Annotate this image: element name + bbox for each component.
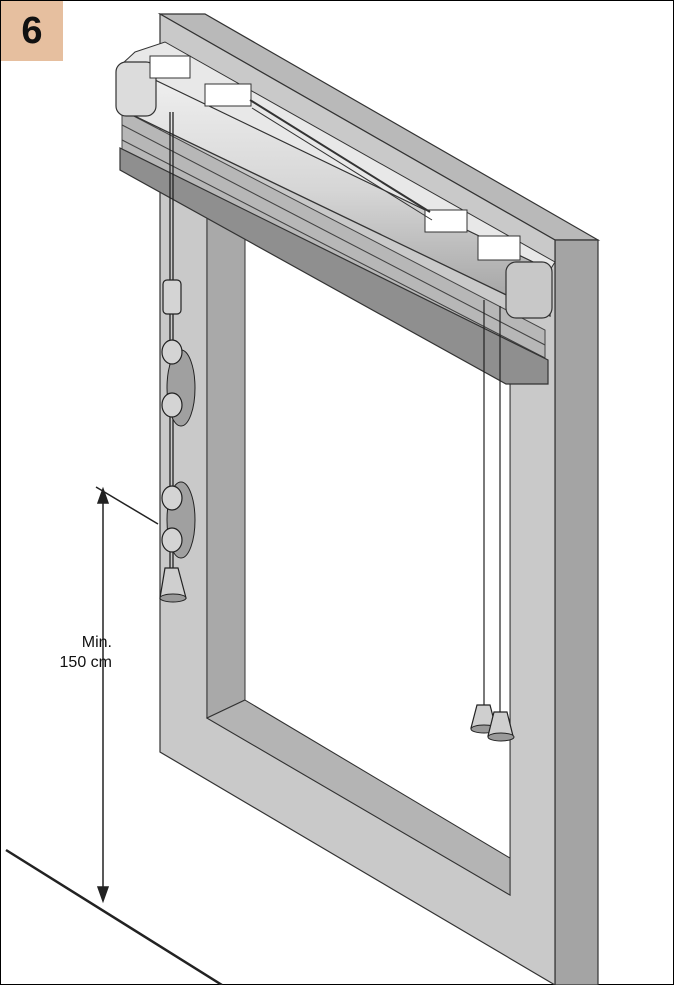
rail-right-end-cap <box>505 261 553 319</box>
floor-line <box>5 848 223 985</box>
rail-brackets <box>149 55 521 261</box>
frame-right-side <box>554 239 599 985</box>
left-cord-assembly <box>159 112 196 603</box>
height-dimension <box>95 486 159 904</box>
blind-bottom-bar <box>119 147 549 385</box>
frame-reveal-left <box>206 181 246 719</box>
min-height-label: Min. 150 cm <box>20 633 112 673</box>
height-value-label: 150 cm <box>59 654 112 671</box>
min-label: Min. <box>81 634 112 651</box>
step-number-badge: 6 <box>1 1 63 61</box>
rail-left-end-cap <box>115 61 157 117</box>
right-cord-assembly <box>470 300 515 742</box>
